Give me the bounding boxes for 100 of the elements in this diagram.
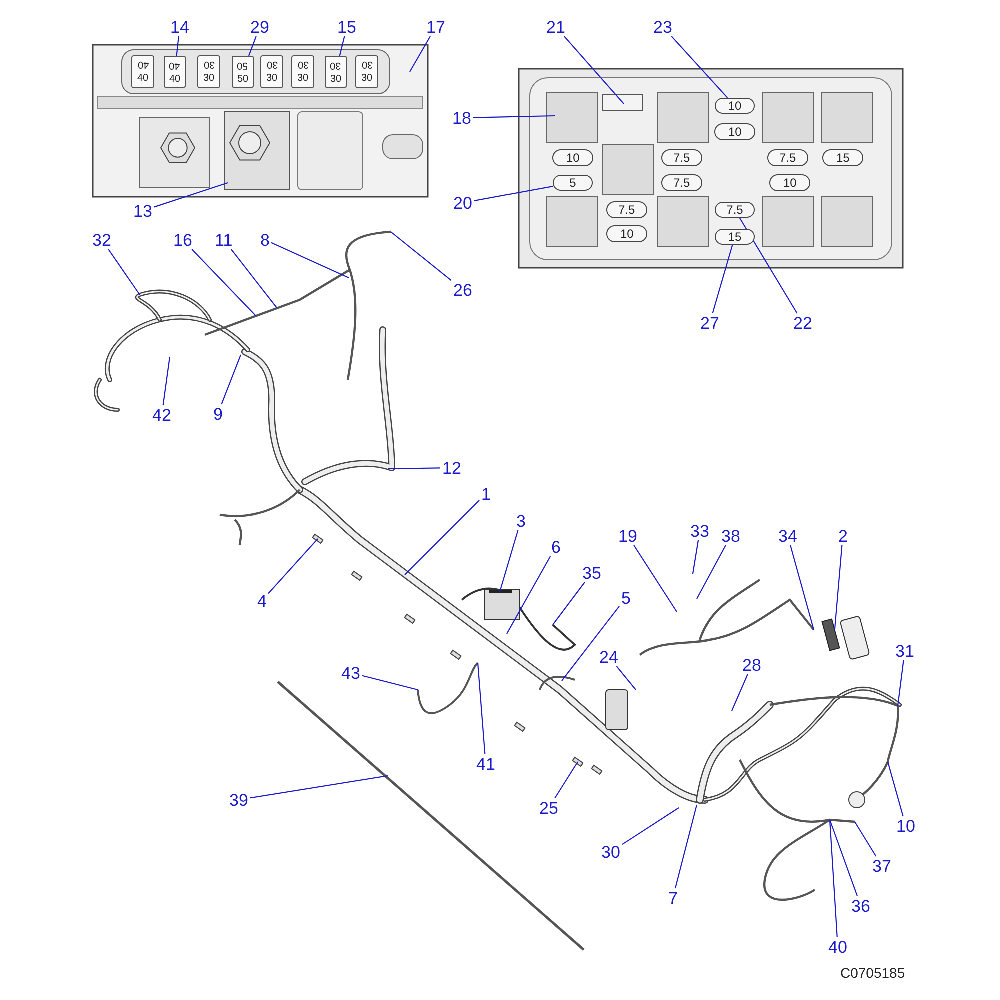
fuse-rating: 40	[169, 60, 181, 70]
callout-number: 20	[454, 194, 472, 212]
leader-line	[108, 249, 140, 296]
leader-line	[339, 36, 346, 56]
callout-number: 15	[338, 18, 356, 36]
fuse: 7.5	[715, 202, 755, 218]
leader-line	[634, 545, 678, 612]
leader-line	[854, 822, 877, 857]
leader-line	[674, 804, 698, 889]
callout-number: 18	[452, 110, 472, 126]
callout-number: 39	[230, 792, 248, 808]
leader-line	[552, 582, 586, 626]
leader-line	[176, 36, 180, 56]
fuse-rating: 30	[330, 74, 342, 84]
fuse-rating: 30	[204, 74, 215, 84]
fuse-rating: 7.5	[618, 204, 636, 216]
fuse-rating: 50	[237, 60, 249, 70]
leader-line	[897, 660, 904, 706]
leader-line	[473, 115, 556, 118]
leader-line	[271, 242, 350, 278]
fuse-rating: 10	[620, 228, 634, 240]
leader-line	[230, 249, 278, 308]
callout-number: 17	[426, 18, 446, 36]
leader-line	[268, 538, 318, 594]
callout-number: 23	[654, 18, 672, 36]
callout-number: 19	[618, 528, 638, 544]
leader-line	[616, 666, 636, 690]
callout-number: 34	[778, 528, 798, 544]
callout-number: 29	[250, 18, 270, 36]
leader-line	[499, 530, 519, 592]
leader-line	[388, 468, 440, 470]
leader-line	[250, 775, 388, 799]
fuse-rating: 40	[138, 59, 149, 69]
callout-number: 14	[170, 18, 190, 36]
callout-number: 35	[582, 564, 602, 582]
callout-number: 27	[700, 314, 720, 332]
leader-line	[692, 540, 700, 574]
callout-number: 40	[828, 938, 848, 956]
leader-line	[622, 808, 680, 846]
callout-number: 13	[134, 202, 152, 220]
callout-number: 33	[690, 522, 710, 540]
leader-line	[732, 674, 748, 712]
callout-number: 3	[516, 512, 526, 530]
leader-line	[829, 820, 858, 897]
fuse-rating: 40	[138, 74, 149, 84]
callout-number: 38	[722, 528, 740, 544]
callout-number: 25	[540, 800, 558, 816]
callout-number: 4	[258, 592, 267, 610]
fuse-rating: 30	[204, 59, 215, 69]
fuse-rating: 30	[362, 74, 373, 84]
callout-number: 22	[794, 314, 812, 332]
callout-number: 21	[546, 18, 566, 36]
leader-line	[554, 762, 578, 799]
leader-line	[696, 545, 726, 600]
fuse-rating: 10	[784, 177, 797, 189]
callout-number: 30	[602, 844, 620, 860]
callout-number: 28	[742, 656, 762, 674]
fuse	[325, 56, 347, 88]
fuse-rating: 7.5	[780, 152, 796, 164]
leader-line	[562, 606, 620, 682]
fuse-rating: 7.5	[674, 152, 690, 164]
leader-line	[887, 762, 904, 817]
fuse-rating: 30	[298, 74, 309, 84]
leader-line	[506, 556, 552, 634]
fuse-rating: 30	[266, 59, 278, 69]
callout-number: 6	[552, 538, 561, 556]
callout-number: 32	[92, 232, 112, 248]
leader-line	[221, 354, 242, 405]
fuse-rating: 30	[298, 59, 309, 69]
callout-number: 42	[152, 406, 172, 424]
callout-number: 26	[454, 282, 472, 298]
drawing-number: C0705185	[840, 966, 906, 980]
leader-line	[739, 218, 798, 314]
fuse	[164, 56, 186, 88]
leader-line	[564, 36, 624, 104]
callout-number: 9	[214, 406, 223, 422]
fuse-rating: 50	[237, 74, 249, 84]
leader-line	[390, 232, 452, 282]
leader-line	[404, 500, 480, 576]
callout-number: 5	[622, 590, 631, 606]
leader-line	[362, 675, 418, 691]
fuse: 5	[553, 175, 593, 191]
fuse-rating: 10	[728, 126, 742, 138]
callout-number: 31	[896, 642, 914, 660]
leader-line	[154, 182, 228, 208]
callout-number: 7	[668, 890, 678, 906]
fuse	[232, 56, 254, 88]
callout-number: 24	[600, 648, 618, 666]
leader-line	[192, 249, 256, 316]
leader-line	[671, 36, 728, 98]
fuse: 15	[715, 229, 755, 245]
leader-line	[712, 244, 734, 314]
callout-number: 37	[872, 858, 892, 874]
fuse-rating: 30	[266, 74, 278, 84]
fuse-rating: 10	[566, 152, 580, 164]
callout-number: 2	[838, 528, 848, 544]
callout-number: 36	[852, 898, 870, 914]
fuse-rating: 40	[169, 74, 181, 84]
leader-line	[477, 662, 486, 755]
callout-number: 12	[442, 460, 462, 476]
